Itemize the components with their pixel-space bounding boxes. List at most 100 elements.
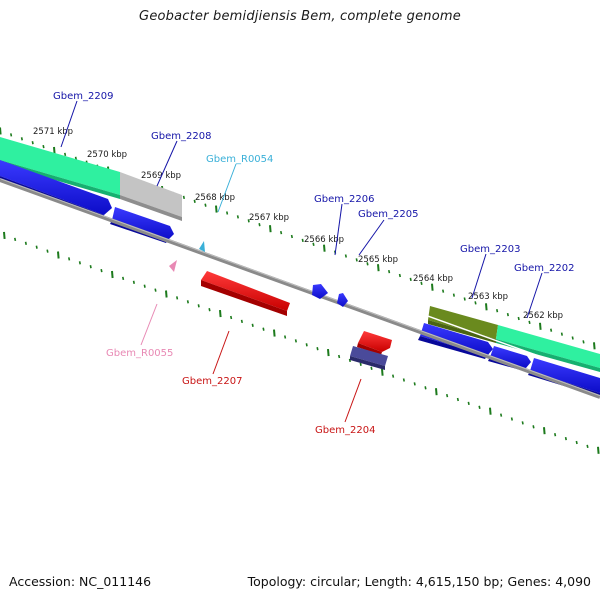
- ruler-tick: [359, 362, 362, 366]
- ruler-tick: [586, 444, 589, 449]
- ruler-tick: [381, 368, 384, 376]
- ruler-tick: [215, 205, 218, 213]
- gene-label-gbem-2207[interactable]: Gbem_2207: [182, 376, 242, 387]
- ruler-tick: [344, 254, 347, 258]
- gene-label-gbem-2204[interactable]: Gbem_2204: [315, 425, 375, 436]
- ruler-tick: [176, 296, 179, 300]
- ruler-tick: [370, 366, 373, 370]
- ruler-tick: [409, 277, 412, 282]
- ruler-tick: [528, 320, 531, 325]
- ruler-tick: [424, 386, 427, 390]
- ruler-tick: [230, 315, 233, 320]
- ruler-tick: [186, 300, 189, 304]
- gene-label-gbem-2206[interactable]: Gbem_2206: [314, 194, 374, 205]
- ruler-label: 2563 kbp: [468, 292, 508, 302]
- ruler-tick: [377, 264, 380, 272]
- ruler-tick: [247, 219, 250, 223]
- ruler-tick: [463, 297, 466, 301]
- gene-label-gbem-r0054[interactable]: Gbem_R0054: [206, 154, 273, 165]
- ruler-tick: [420, 281, 423, 285]
- ruler-tick: [413, 382, 416, 386]
- ruler-tick: [456, 397, 459, 402]
- ruler-tick: [543, 427, 546, 435]
- ruler-tick: [193, 199, 196, 203]
- ruler-tick: [280, 230, 283, 235]
- ruler-tick: [452, 293, 455, 297]
- ruler-tick: [500, 413, 503, 417]
- ruler-tick: [366, 262, 369, 266]
- ruler-tick: [290, 234, 293, 239]
- ruler-tick: [582, 340, 585, 344]
- ruler-tick: [240, 319, 243, 324]
- ruler-tick: [111, 270, 114, 279]
- ruler-tick: [564, 436, 567, 441]
- gene-labels: Gbem_2209 Gbem_2208 Gbem_R0054 Gbem_2206…: [53, 91, 574, 436]
- ruler-tick: [143, 284, 146, 288]
- ruler-tick: [442, 289, 445, 293]
- ruler-tick: [398, 273, 401, 278]
- ruler-tick: [273, 329, 276, 337]
- ruler-tick: [258, 223, 261, 227]
- cds-arrow-gbem-2205[interactable]: [337, 293, 348, 307]
- ruler-tick: [182, 195, 185, 200]
- ruler-tick: [539, 322, 542, 330]
- ruler-tick: [571, 336, 574, 340]
- ruler-tick: [560, 332, 563, 336]
- ruler-tick: [31, 141, 34, 145]
- ruler-tick: [269, 225, 272, 233]
- ruler-tick: [489, 407, 492, 415]
- ruler-tick: [478, 405, 481, 409]
- ruler-tick: [0, 127, 2, 135]
- ruler-tick: [262, 327, 265, 331]
- cds-block-gbem-2204[interactable]: [350, 346, 388, 370]
- ruler-tick: [132, 280, 135, 284]
- gene-label-gbem-2209[interactable]: Gbem_2209: [53, 91, 113, 102]
- ruler-tick: [532, 425, 535, 429]
- ruler-label: 2566 kbp: [304, 235, 344, 245]
- ruler-tick: [208, 308, 211, 312]
- ruler-tick: [446, 393, 449, 398]
- ruler-tick: [316, 347, 319, 351]
- genome-summary-text: Topology: circular; Length: 4,615,150 bp…: [247, 574, 591, 589]
- gene-label-gbem-2202[interactable]: Gbem_2202: [514, 263, 574, 274]
- ruler-tick: [327, 349, 330, 357]
- highlight-band-gbem-2208[interactable]: [120, 172, 182, 221]
- cds-arrow-gbem-2204-red[interactable]: [357, 331, 392, 355]
- ruler-tick: [348, 358, 351, 363]
- gene-label-gbem-2203[interactable]: Gbem_2203: [460, 244, 520, 255]
- ruler-tick: [435, 388, 438, 396]
- rna-marker-gbem-r0055[interactable]: [169, 260, 177, 272]
- ruler-tick: [521, 421, 524, 425]
- ruler-label: 2565 kbp: [358, 255, 398, 265]
- ruler-tick: [510, 417, 513, 421]
- ruler-tick: [53, 146, 56, 155]
- ruler-tick: [236, 215, 239, 219]
- ruler-label: 2568 kbp: [195, 193, 235, 203]
- ruler-tick: [122, 276, 125, 281]
- outer-ruler-ticks: [0, 127, 596, 350]
- ruler-tick: [251, 323, 254, 327]
- gene-label-gbem-2205[interactable]: Gbem_2205: [358, 209, 418, 220]
- rna-marker-gbem-r0054[interactable]: [199, 241, 205, 252]
- ruler-tick: [496, 309, 499, 313]
- ruler-tick: [64, 152, 67, 157]
- gene-label-gbem-r0055[interactable]: Gbem_R0055: [106, 348, 173, 359]
- ruler-tick: [593, 342, 596, 350]
- ruler-tick: [226, 211, 229, 215]
- cds-arrow-gbem-2206[interactable]: [312, 284, 328, 299]
- ruler-tick: [24, 241, 27, 245]
- cds-arrow-gbem-2203[interactable]: [418, 323, 493, 359]
- gene-label-gbem-2208[interactable]: Gbem_2208: [151, 131, 211, 142]
- highlight-band-gbem-2209[interactable]: [0, 137, 120, 199]
- ruler-tick: [14, 237, 17, 242]
- ruler-tick: [402, 378, 405, 382]
- ruler-tick: [35, 245, 38, 249]
- ruler-tick: [474, 301, 477, 305]
- highlight-band-gbem-2203[interactable]: [428, 306, 498, 343]
- ruler-tick: [154, 288, 157, 292]
- cds-arrow-gbem-2207[interactable]: [201, 271, 290, 316]
- ruler-tick: [100, 268, 103, 273]
- highlight-band-gbem-2202[interactable]: [496, 325, 600, 372]
- ruler-tick: [575, 440, 578, 445]
- ruler-tick: [338, 354, 341, 359]
